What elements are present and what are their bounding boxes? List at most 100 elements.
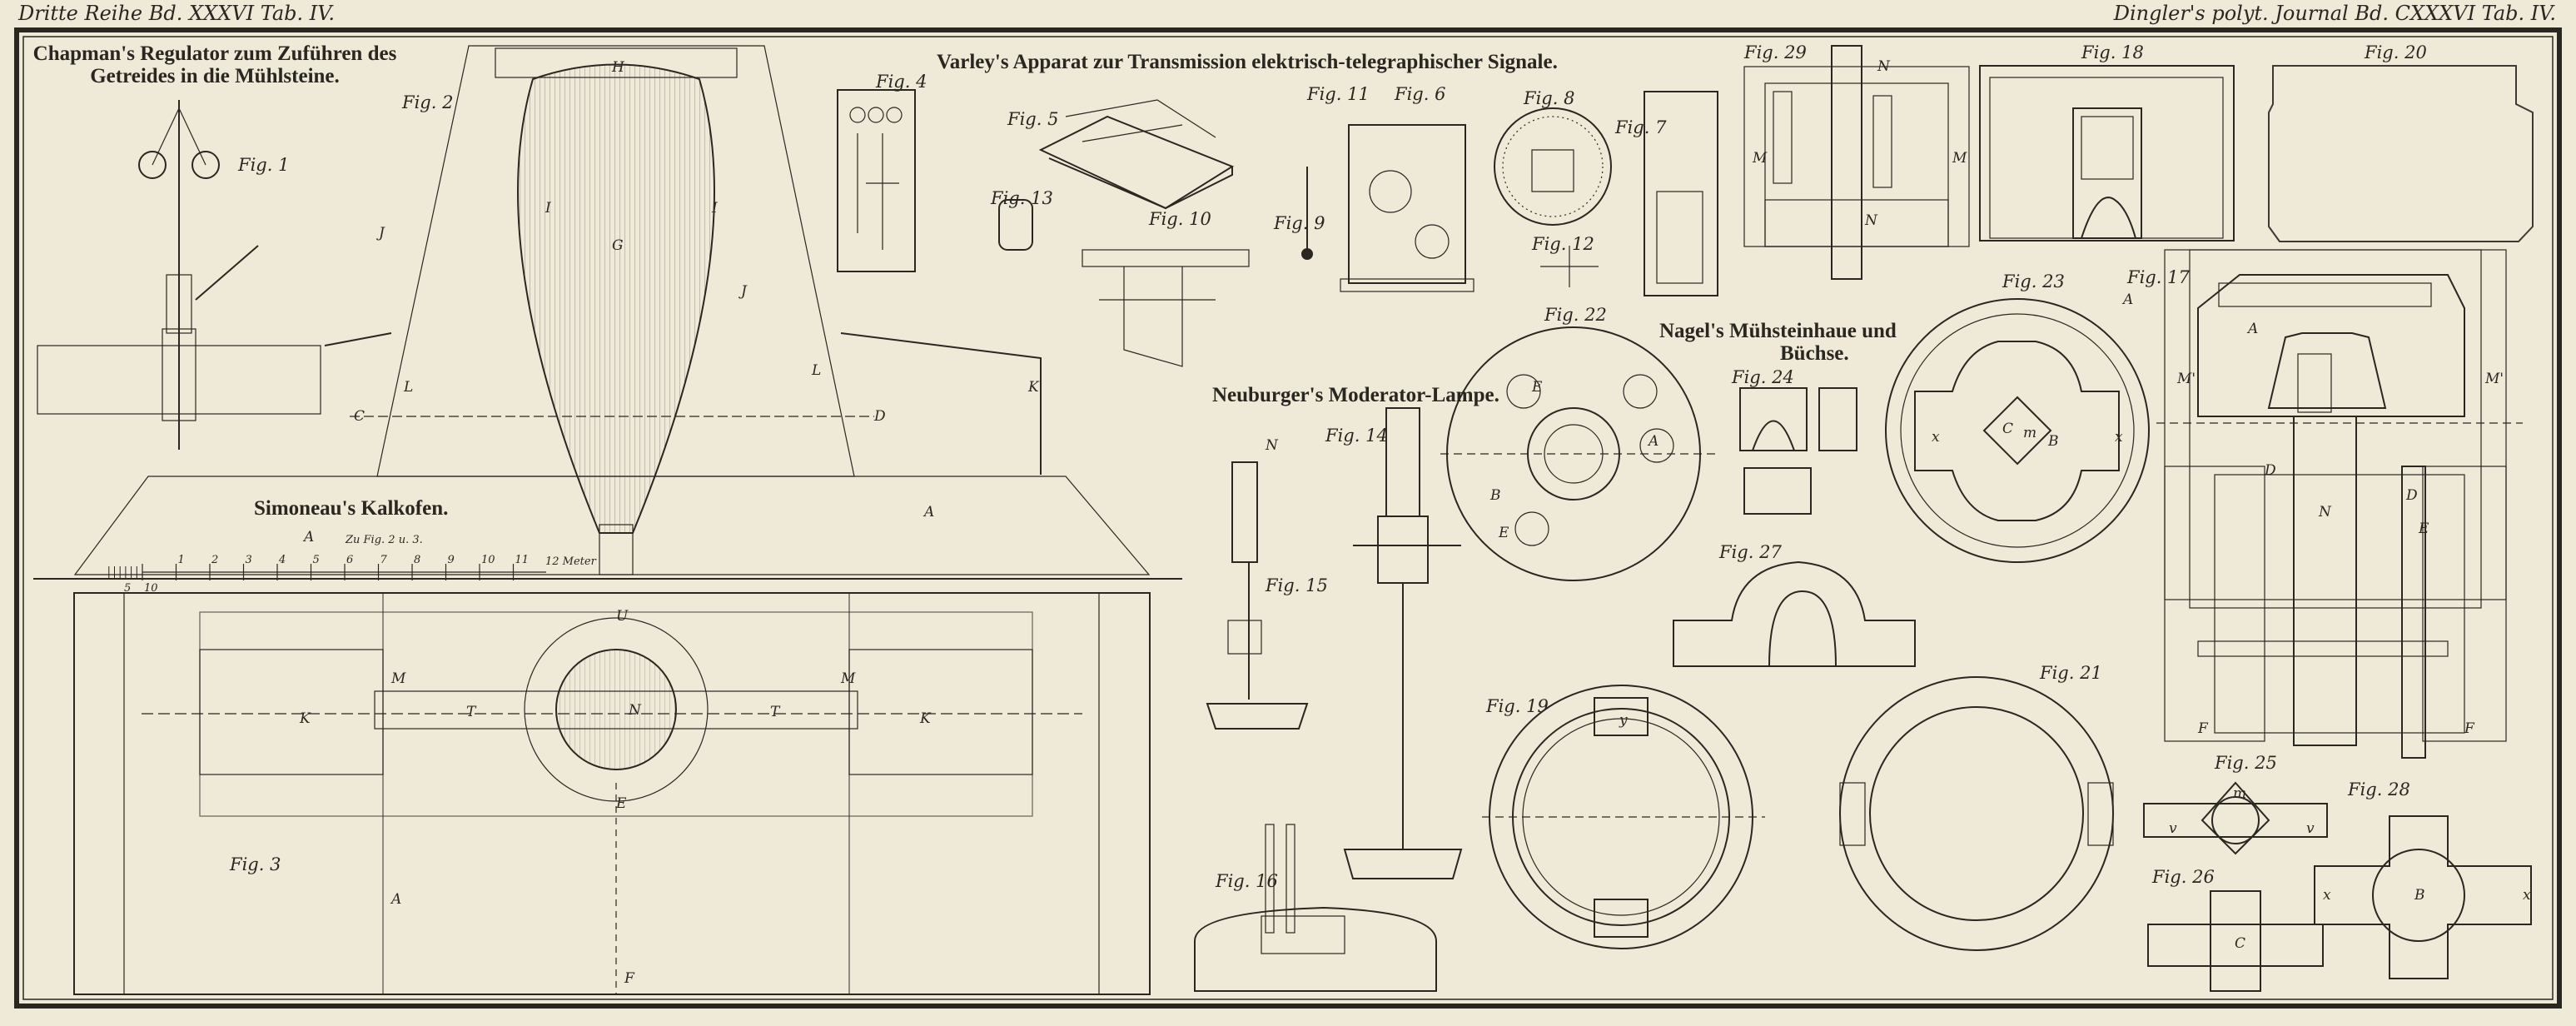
part-letter-label: M (390, 670, 406, 687)
part-letter-label: M (1752, 150, 1768, 167)
scale-tick-label: 5 (313, 554, 320, 566)
part-letter-label: L (811, 362, 821, 379)
figure-label: Fig. 13 (990, 188, 1053, 208)
scale-tick-label: 2 (211, 554, 218, 566)
part-letter-label: N (1877, 58, 1891, 75)
part-letter-label: J (376, 225, 385, 242)
part-letter-label: A (390, 891, 401, 908)
part-letter-label: K (299, 710, 311, 727)
scale-tick-label: 6 (346, 554, 353, 566)
part-letter-label: L (403, 379, 413, 396)
plate-series-header: Dritte Reihe Bd. XXXVI Tab. IV. (17, 2, 335, 25)
scale-tick-label: 4 (278, 554, 286, 566)
neuburger-title: Neuburger's Moderator-Lampe. (1212, 384, 1499, 406)
figure-label: Fig. 9 (1273, 213, 1325, 233)
fig22-disc (1440, 326, 1715, 581)
part-letter-label: N (2318, 504, 2332, 520)
figure-label: Fig. 12 (1531, 234, 1594, 254)
figure-label: Fig. 7 (1614, 117, 1667, 137)
figure-label: Fig. 1 (237, 155, 289, 175)
outer-frame (14, 27, 2562, 1009)
inner-frame (22, 36, 2554, 1000)
part-letter-label: x (2115, 429, 2123, 446)
scale-unit: 12 Meter (545, 555, 597, 568)
nagel-title-line1: Nagel's Mühsteinhaue und (1659, 320, 1897, 342)
figure-label: Fig. 16 (1215, 871, 1278, 891)
part-letter-label: D (2405, 487, 2418, 504)
part-letter-label: K (1027, 379, 1040, 396)
part-letter-label: x (1932, 429, 1940, 446)
part-letter-label: T (466, 704, 477, 720)
part-letter-label: B (2414, 887, 2425, 904)
part-letter-label: M (840, 670, 856, 687)
part-letter-label: v (2169, 820, 2177, 837)
varley-apparatus-drawings (837, 89, 1718, 367)
scale-tick-label: 10 (481, 554, 495, 566)
part-letter-label: N (628, 702, 642, 719)
nagel-drawings (1482, 298, 2150, 951)
part-letter-label: x (2323, 887, 2331, 904)
fig17-millstone-bush-section (2156, 249, 2523, 759)
chapman-title-line2: Getreides in die Mühlsteine. (90, 65, 340, 87)
part-letter-label: m (2233, 785, 2246, 802)
part-letter-label: B (1489, 487, 1501, 504)
part-letter-label: E (1498, 525, 1509, 541)
fig2-lime-kiln-section (33, 45, 1182, 580)
part-letter-label: T (770, 704, 781, 720)
part-letter-label: I (545, 200, 551, 217)
journal-header: Dingler's polyt. Journal Bd. CXXXVI Tab.… (2113, 2, 2556, 25)
part-letter-label: E (1531, 379, 1543, 396)
part-letter-label: E (2418, 520, 2429, 537)
part-letter-label: A (2121, 291, 2133, 308)
figure-label: Fig. 2 (401, 92, 453, 112)
nagel-title-line2: Büchse. (1780, 342, 1849, 365)
chapman-title-line1: Chapman's Regulator zum Zuführen des (33, 42, 397, 65)
part-letter-label: x (2523, 887, 2531, 904)
part-letter-label: N (1864, 212, 1878, 229)
part-letter-label: H (611, 59, 625, 76)
part-letter-label: G (612, 237, 624, 254)
figure-label: Fig. 21 (2039, 663, 2102, 683)
part-letter-label: E (615, 795, 627, 812)
fig20-elevation (2268, 65, 2534, 242)
figure-label: Fig. 19 (1485, 696, 1549, 716)
part-letter-label: M (1952, 150, 1967, 167)
figure-label: Fig. 18 (2081, 42, 2144, 62)
part-letter-label: C (2002, 421, 2013, 437)
part-letter-label: C (2235, 935, 2245, 952)
part-letter-label: N (1265, 437, 1279, 454)
part-letter-label: J (738, 283, 748, 300)
figure-label: Fig. 4 (875, 72, 927, 92)
figure-label: Fig. 28 (2347, 779, 2410, 799)
part-letter-label: U (616, 608, 629, 625)
part-letter-label: I (711, 200, 718, 217)
fig25-26-28-parts (2143, 781, 2532, 992)
figure-label: Fig. 20 (2364, 42, 2427, 62)
figure-label: Fig. 6 (1394, 84, 1445, 104)
part-letter-label: M' (2176, 371, 2196, 387)
scale-tick-label: 1 (178, 554, 185, 566)
figure-label: Fig. 27 (1718, 542, 1782, 562)
scale-tick-label: 11 (515, 554, 530, 566)
figure-label: Fig. 11 (1306, 84, 1370, 104)
part-letter-label: m (2023, 425, 2036, 441)
figure-label: Fig. 17 (2126, 267, 2190, 287)
part-letter-label: B (2047, 433, 2059, 450)
figure-label: Fig. 15 (1265, 575, 1328, 595)
part-letter-label: A (1647, 433, 1658, 450)
figure-label: Fig. 25 (2214, 753, 2277, 773)
part-letter-label: A (2246, 321, 2258, 337)
part-letter-label: y (1619, 712, 1628, 729)
part-letter-label: D (873, 408, 886, 425)
part-letter-label: v (2306, 820, 2315, 837)
neuburger-lamp-drawings (1194, 407, 1463, 992)
part-letter-label: K (919, 710, 932, 727)
figure-label: Fig. 3 (229, 854, 281, 874)
part-letter-label: A (922, 504, 934, 520)
fig1-regulator-drawing (37, 100, 321, 450)
part-letter-label: F (2197, 720, 2209, 737)
fig29-section (1743, 45, 1970, 280)
figure-label: Fig. 22 (1544, 305, 1607, 325)
figure-label: Fig. 26 (2151, 867, 2215, 887)
